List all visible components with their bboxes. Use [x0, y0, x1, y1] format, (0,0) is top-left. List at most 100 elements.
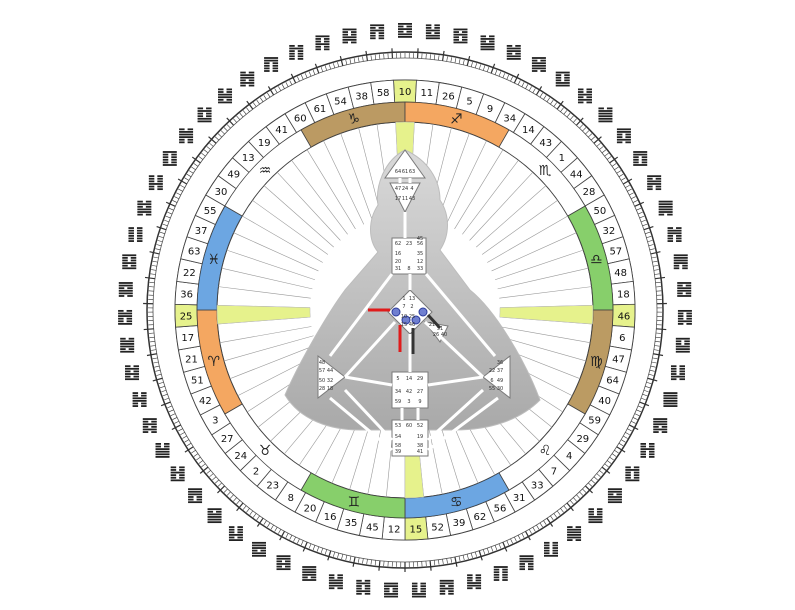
center-gate-label: 1: [402, 296, 405, 302]
center-gate-label: 3: [407, 399, 410, 405]
gate-label: 18: [617, 290, 630, 301]
hexagram-icon: [532, 57, 546, 72]
center-gate-label: 61: [402, 169, 408, 175]
center-gate-label: 28: [319, 386, 325, 392]
gate-label: 48: [614, 268, 627, 279]
center-gate-label: 11: [402, 196, 408, 202]
center-gate-label: 8: [407, 266, 410, 272]
hexagram-icon: [556, 72, 570, 87]
center-gate-label: 32: [327, 378, 333, 384]
gate-label: 45: [366, 523, 379, 534]
taurus-icon: ♉: [259, 443, 272, 459]
gate-label: 26: [442, 91, 455, 102]
gate-label: 57: [609, 247, 622, 258]
gate-label: 34: [503, 114, 516, 125]
gate-label: 12: [388, 525, 401, 536]
hexagram-icon: [578, 89, 592, 104]
gate-label: 22: [183, 268, 196, 279]
center-gate-label: 12: [417, 259, 423, 265]
gate-label: 14: [522, 125, 535, 136]
hexagram-icon: [252, 542, 266, 557]
hexagram-icon: [188, 488, 202, 503]
center-gate-label: 60: [406, 423, 412, 429]
gate-label: 55: [204, 206, 217, 217]
gate-label: 64: [606, 376, 619, 387]
hexagram-icon: [156, 443, 170, 458]
aries-icon: ♈: [207, 354, 220, 370]
gate-label: 15: [410, 525, 423, 536]
center-gate-label: 42: [406, 389, 412, 395]
center-gate-label: 20: [395, 259, 401, 265]
center-gate-label: 52: [417, 423, 423, 429]
hexagram-icon: [329, 574, 343, 589]
hexagram-icon: [676, 338, 690, 353]
center-gate-label: 14: [406, 376, 412, 382]
center-gate-label: 30: [497, 386, 503, 392]
center-gate-label: 15: [401, 322, 407, 328]
center-gate-label: 13: [409, 296, 415, 302]
hexagram-icon: [315, 35, 329, 50]
hexagram-icon: [507, 45, 521, 60]
center-gate-label: 33: [417, 266, 423, 272]
hexagram-icon: [519, 555, 533, 570]
hexagram-icon: [384, 583, 398, 598]
center-gate-label: 53: [395, 423, 401, 429]
center-gate-label: 40: [441, 332, 447, 338]
gate-label: 9: [487, 104, 493, 115]
gate-label: 32: [602, 226, 615, 237]
gate-label: 4: [566, 451, 572, 462]
center-gate-label: 62: [395, 241, 401, 247]
center-gate-label: 2: [410, 304, 413, 310]
center-gate-label: 27: [417, 389, 423, 395]
scorpio-icon: ♏: [539, 163, 552, 179]
gate-label: 20: [304, 503, 317, 514]
center-gate-label: 39: [395, 449, 401, 455]
center-gate-label: 43: [409, 196, 415, 202]
gate-label: 61: [314, 104, 327, 115]
hexagram-icon: [625, 466, 639, 481]
center-gate-label: 49: [497, 378, 503, 384]
center-gate-label: 55: [489, 386, 495, 392]
center-gate-label: 21: [429, 322, 435, 328]
hexagram-icon: [608, 488, 622, 503]
gate-label: 33: [531, 481, 544, 492]
center-gate-label: 47: [395, 186, 401, 192]
gate-label: 59: [588, 416, 601, 427]
center-gate-label: 44: [327, 368, 333, 374]
gate-label: 49: [227, 169, 240, 180]
gate-label: 23: [266, 481, 279, 492]
gate-label: 52: [431, 523, 444, 534]
center-gate-label: 10: [401, 314, 407, 320]
center-gate-label: 41: [417, 449, 423, 455]
hexagram-icon: [588, 508, 602, 523]
gate-label: 11: [420, 88, 433, 99]
gate-label: 5: [466, 97, 472, 108]
center-gate-label: 29: [417, 376, 423, 382]
gate-label: 63: [188, 247, 201, 258]
center-gate-label: 50: [319, 378, 325, 384]
center-gate-label: 25: [409, 314, 415, 320]
gate-label: 39: [453, 518, 466, 529]
hexagram-icon: [663, 392, 677, 407]
gate-label: 36: [180, 290, 193, 301]
hexagram-icon: [163, 151, 177, 166]
center-gate-label: 7: [402, 304, 405, 310]
hexagram-icon: [218, 89, 232, 104]
gate-label: 38: [355, 91, 368, 102]
hexagram-icon: [128, 227, 142, 242]
gate-label: 6: [619, 333, 625, 344]
hexagram-icon: [277, 555, 291, 570]
hexagram-icon: [119, 282, 133, 297]
gate-label: 25: [180, 311, 193, 322]
gate-label: 47: [612, 355, 625, 366]
gate-label: 27: [221, 434, 234, 445]
hexagram-icon: [133, 392, 147, 407]
hexagram-icon: [208, 508, 222, 523]
center-gate-label: 63: [409, 169, 415, 175]
hexagram-icon: [289, 45, 303, 60]
libra-icon: ♎: [590, 252, 603, 268]
hexagram-icon: [412, 583, 426, 598]
center-gate-label: 23: [406, 241, 412, 247]
center-gate-label: 54: [395, 434, 401, 440]
